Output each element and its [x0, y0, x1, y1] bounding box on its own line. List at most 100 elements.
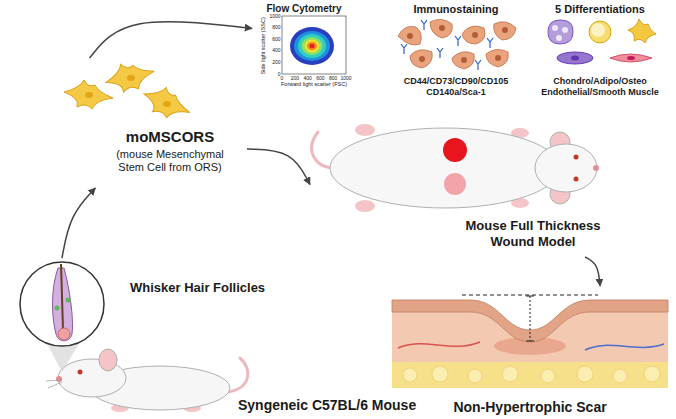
stem-cells	[85, 92, 93, 98]
scatter-plot	[307, 42, 317, 50]
skin-section	[613, 369, 627, 383]
axis-title: Side light scatter (SSC)	[261, 6, 267, 86]
stained-cells	[486, 49, 508, 67]
cell-nuclei	[439, 25, 445, 31]
differentiation-icons	[627, 56, 635, 60]
cell-nuclei	[407, 33, 413, 39]
tick-label: 0	[261, 72, 281, 77]
follicle-inset	[61, 264, 63, 330]
scatter-plot	[302, 37, 323, 55]
wound-mouse	[535, 144, 597, 192]
wound-mouse	[574, 155, 579, 160]
antibody-symbols	[455, 36, 461, 46]
skin-section	[530, 296, 531, 341]
wound-mouse	[312, 124, 599, 212]
axis-title: Forward light scatter (FSC)	[269, 82, 359, 88]
cell-nuclei	[419, 56, 425, 62]
cell-nuclei	[407, 25, 508, 63]
tick-label: 200	[261, 60, 281, 65]
image-panel: Flow Cytometry	[252, 2, 354, 90]
wound-mouse	[330, 128, 560, 208]
follicle-inset	[20, 262, 104, 346]
differentiation-icons	[591, 23, 605, 37]
image-panel: moMSCORS (mouse Mesenchymal Stem Cell fro…	[55, 58, 247, 188]
wound-mouse	[355, 200, 375, 212]
differentiation-icons	[556, 35, 562, 41]
skin-section	[541, 369, 555, 383]
stained-cells	[462, 26, 485, 44]
image-panel: Whisker Hair Follicles	[18, 258, 298, 348]
stem-cells	[64, 54, 194, 123]
differentiation-icons	[571, 56, 579, 61]
scatter-plot	[282, 16, 346, 74]
panel-title: Syngeneic C57BL/6 Mouse	[238, 397, 433, 414]
skin-section	[585, 344, 664, 350]
tick-label: 0	[274, 76, 290, 81]
scatter-plot	[298, 34, 326, 58]
differentiation-icons	[552, 25, 558, 31]
stained-cells	[430, 19, 452, 38]
image-panel: Mouse Full Thickness Wound Model	[310, 112, 610, 257]
panel-text: Chondro/Adipo/Osteo Endothelial/Smooth M…	[532, 76, 668, 98]
scatter-plot	[309, 44, 314, 48]
stained-cells	[398, 19, 516, 69]
tick-label: 600	[312, 76, 328, 81]
tick-label: 800	[325, 76, 341, 81]
wound-mouse	[574, 177, 579, 182]
flow-arrow	[90, 22, 252, 58]
differentiation-icons	[610, 54, 652, 62]
differentiation-icons	[557, 52, 593, 64]
skin-section	[392, 295, 668, 388]
stem-cells	[127, 75, 135, 81]
panel-title: Immunostaining	[396, 3, 516, 16]
stained-cells	[494, 22, 516, 40]
wound-mouse	[443, 138, 467, 162]
antibody-symbols	[475, 60, 481, 70]
image-panel: Non-Hypertrophic Scar	[440, 286, 672, 417]
cell-nuclei	[502, 27, 508, 33]
follicle-inset	[66, 298, 71, 303]
tick-label: 400	[261, 48, 281, 53]
mouse-figure	[56, 376, 62, 382]
cell-nuclei	[461, 57, 467, 63]
tick-label: 200	[287, 76, 303, 81]
stem-cells	[64, 80, 113, 109]
skin-section	[577, 366, 593, 382]
mouse-figure	[46, 380, 62, 388]
panel-text: (mouse Mesenchymal Stem Cell from ORS)	[110, 148, 230, 174]
mouse-figure	[99, 349, 117, 371]
panel-title: moMSCORS	[95, 128, 245, 146]
skin-section	[432, 366, 448, 382]
follicle-inset	[58, 328, 70, 340]
follicle-inset	[20, 262, 104, 372]
differentiation-icons	[589, 21, 611, 43]
panel-title: Non-Hypertrophic Scar	[440, 399, 620, 416]
tick-label: 800	[261, 25, 281, 30]
stem-cells	[139, 82, 194, 123]
mouse-figure	[228, 358, 248, 392]
panel-title: Whisker Hair Follicles	[130, 280, 295, 296]
antibody-symbols	[401, 44, 407, 54]
scatter-plot	[290, 27, 334, 65]
cell-nuclei	[495, 55, 501, 61]
stained-cells	[452, 52, 474, 69]
skin-section	[462, 295, 598, 296]
differentiation-icons	[628, 19, 656, 43]
flow-arrow	[247, 149, 310, 185]
stained-cells	[398, 26, 421, 45]
wound-mouse	[444, 173, 466, 195]
panel-text: CD44/CD73/CD90/CD105 CD140a/Sca-1	[396, 76, 516, 98]
panel-title: Mouse Full Thickness Wound Model	[458, 218, 608, 249]
skin-section	[644, 366, 660, 382]
follicle-inset	[55, 306, 60, 311]
skin-section	[468, 369, 482, 383]
stem-cells	[163, 101, 171, 107]
differentiation-icons	[548, 19, 656, 64]
differentiation-icons	[562, 27, 568, 33]
skin-section	[392, 362, 668, 388]
image-panel: Syngeneic C57BL/6 Mouse	[30, 350, 435, 417]
